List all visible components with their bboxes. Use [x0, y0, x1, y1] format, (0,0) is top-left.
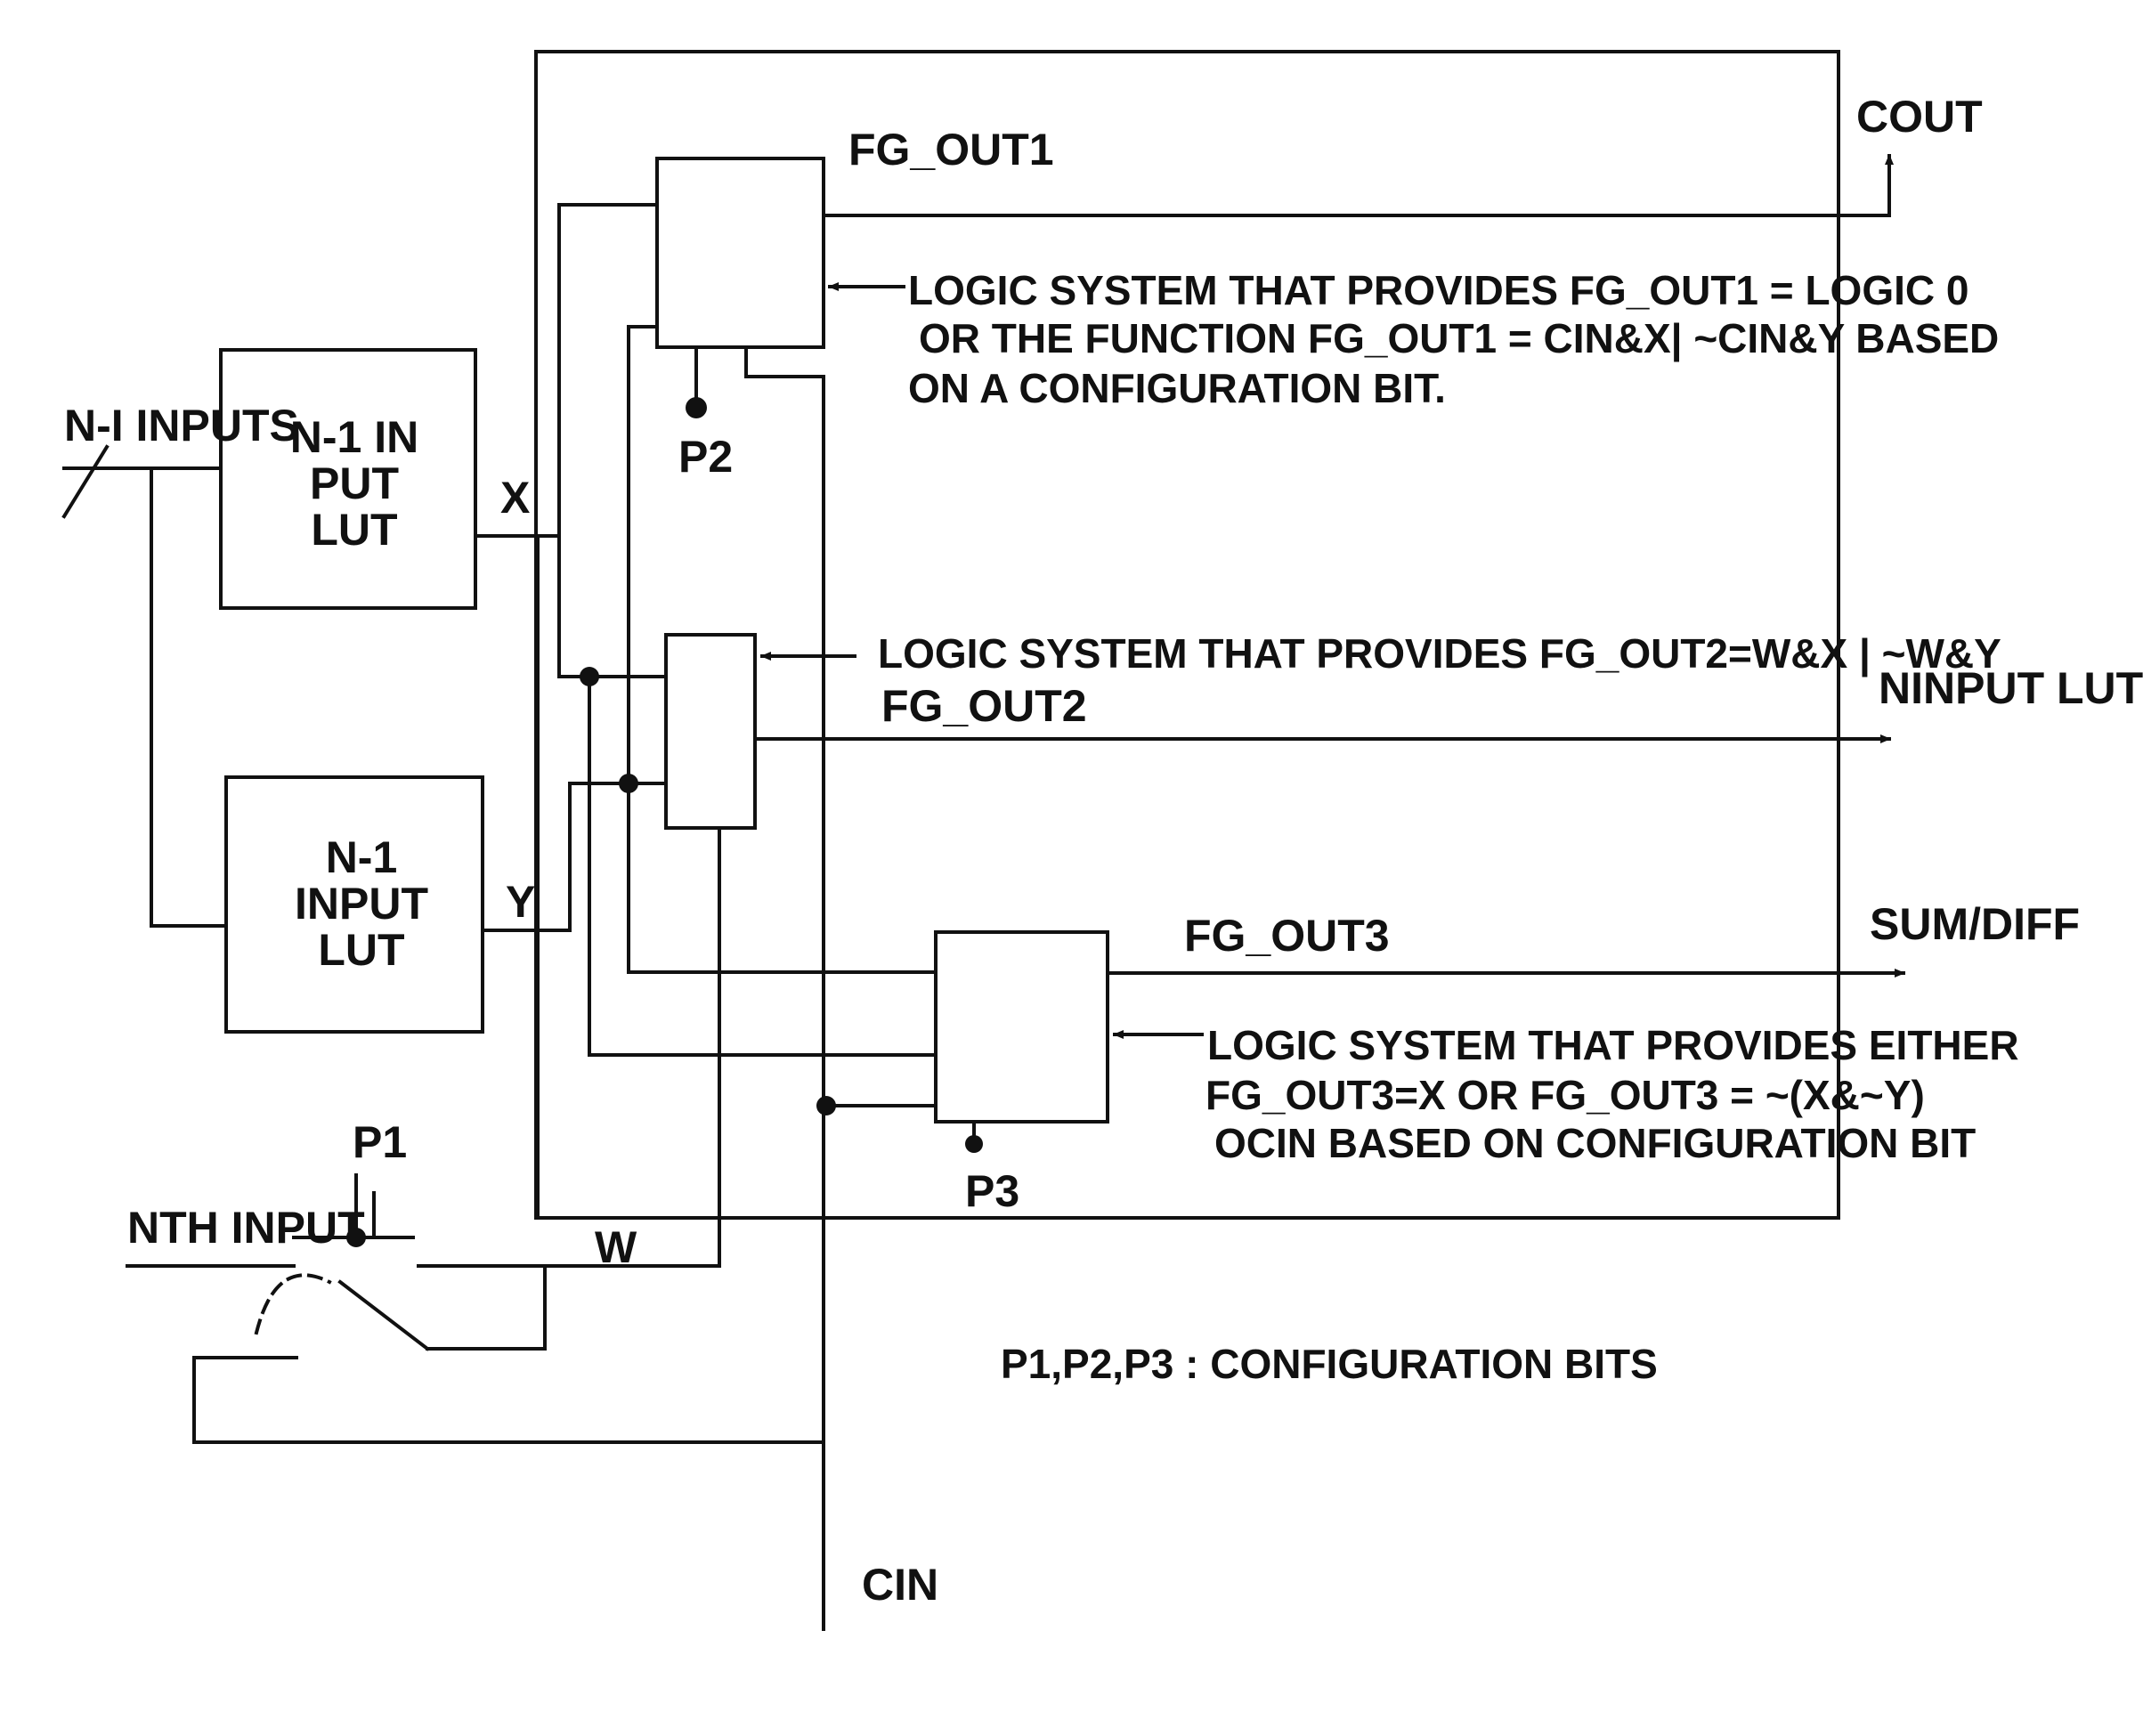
p3-pin-dot — [965, 1135, 983, 1153]
cin-wire — [194, 347, 936, 1629]
y-signal-wire — [483, 327, 936, 972]
lut2-label-line2: INPUT — [295, 879, 428, 929]
junction-dot-x — [580, 667, 599, 686]
p2-pin-dot — [686, 397, 707, 418]
x-label: X — [500, 473, 530, 523]
lut1-label-line2: PUT — [310, 458, 399, 508]
fg-out3-label: FG_OUT3 — [1184, 911, 1390, 961]
note3-line3: OCIN BASED ON CONFIGURATION BIT — [1214, 1120, 1976, 1166]
logic-box-fg-out1 — [657, 158, 824, 347]
p3-label: P3 — [965, 1166, 1019, 1216]
logic-box-fg-out2 — [666, 635, 755, 828]
lut2-label-line1: N-1 — [326, 832, 398, 882]
junction-dot-y — [619, 774, 638, 793]
n-inputs-bus — [64, 447, 226, 926]
lut2-label-line3: LUT — [318, 925, 404, 975]
logic-box-fg-out3 — [936, 932, 1108, 1122]
config-bits-legend: P1,P2,P3 : CONFIGURATION BITS — [1001, 1341, 1658, 1387]
note1-line1: LOGIC SYSTEM THAT PROVIDES FG_OUT1 = LOG… — [908, 267, 1968, 313]
note2-line1: LOGIC SYSTEM THAT PROVIDES FG_OUT2=W&X |… — [878, 630, 2001, 677]
lut1-label-line3: LUT — [311, 505, 397, 555]
note3-line2: FG_OUT3=X OR FG_OUT3 = ~(X&~Y) — [1205, 1072, 1925, 1118]
y-label: Y — [506, 877, 535, 927]
lut1-label-line1: N-1 IN — [290, 412, 418, 462]
n-inputs-label: N-I INPUTS — [64, 401, 299, 450]
w-label: W — [595, 1222, 637, 1272]
p1-label: P1 — [353, 1117, 407, 1167]
note3-line1: LOGIC SYSTEM THAT PROVIDES EITHER — [1207, 1022, 2019, 1068]
note1-line3: ON A CONFIGURATION BIT. — [908, 365, 1446, 411]
sum-diff-label: SUM/DIFF — [1870, 899, 2080, 949]
cin-label: CIN — [862, 1560, 938, 1610]
cout-label: COUT — [1856, 92, 1983, 142]
nth-input-label: NTH INPUT — [127, 1203, 365, 1253]
fg-out1-label: FG_OUT1 — [848, 125, 1054, 174]
x-signal-wire — [475, 205, 936, 1055]
p2-label: P2 — [678, 432, 733, 482]
note1-line2: OR THE FUNCTION FG_OUT1 = CIN&X| ~CIN&Y … — [919, 315, 1999, 361]
fg-out2-label: FG_OUT2 — [881, 681, 1087, 731]
